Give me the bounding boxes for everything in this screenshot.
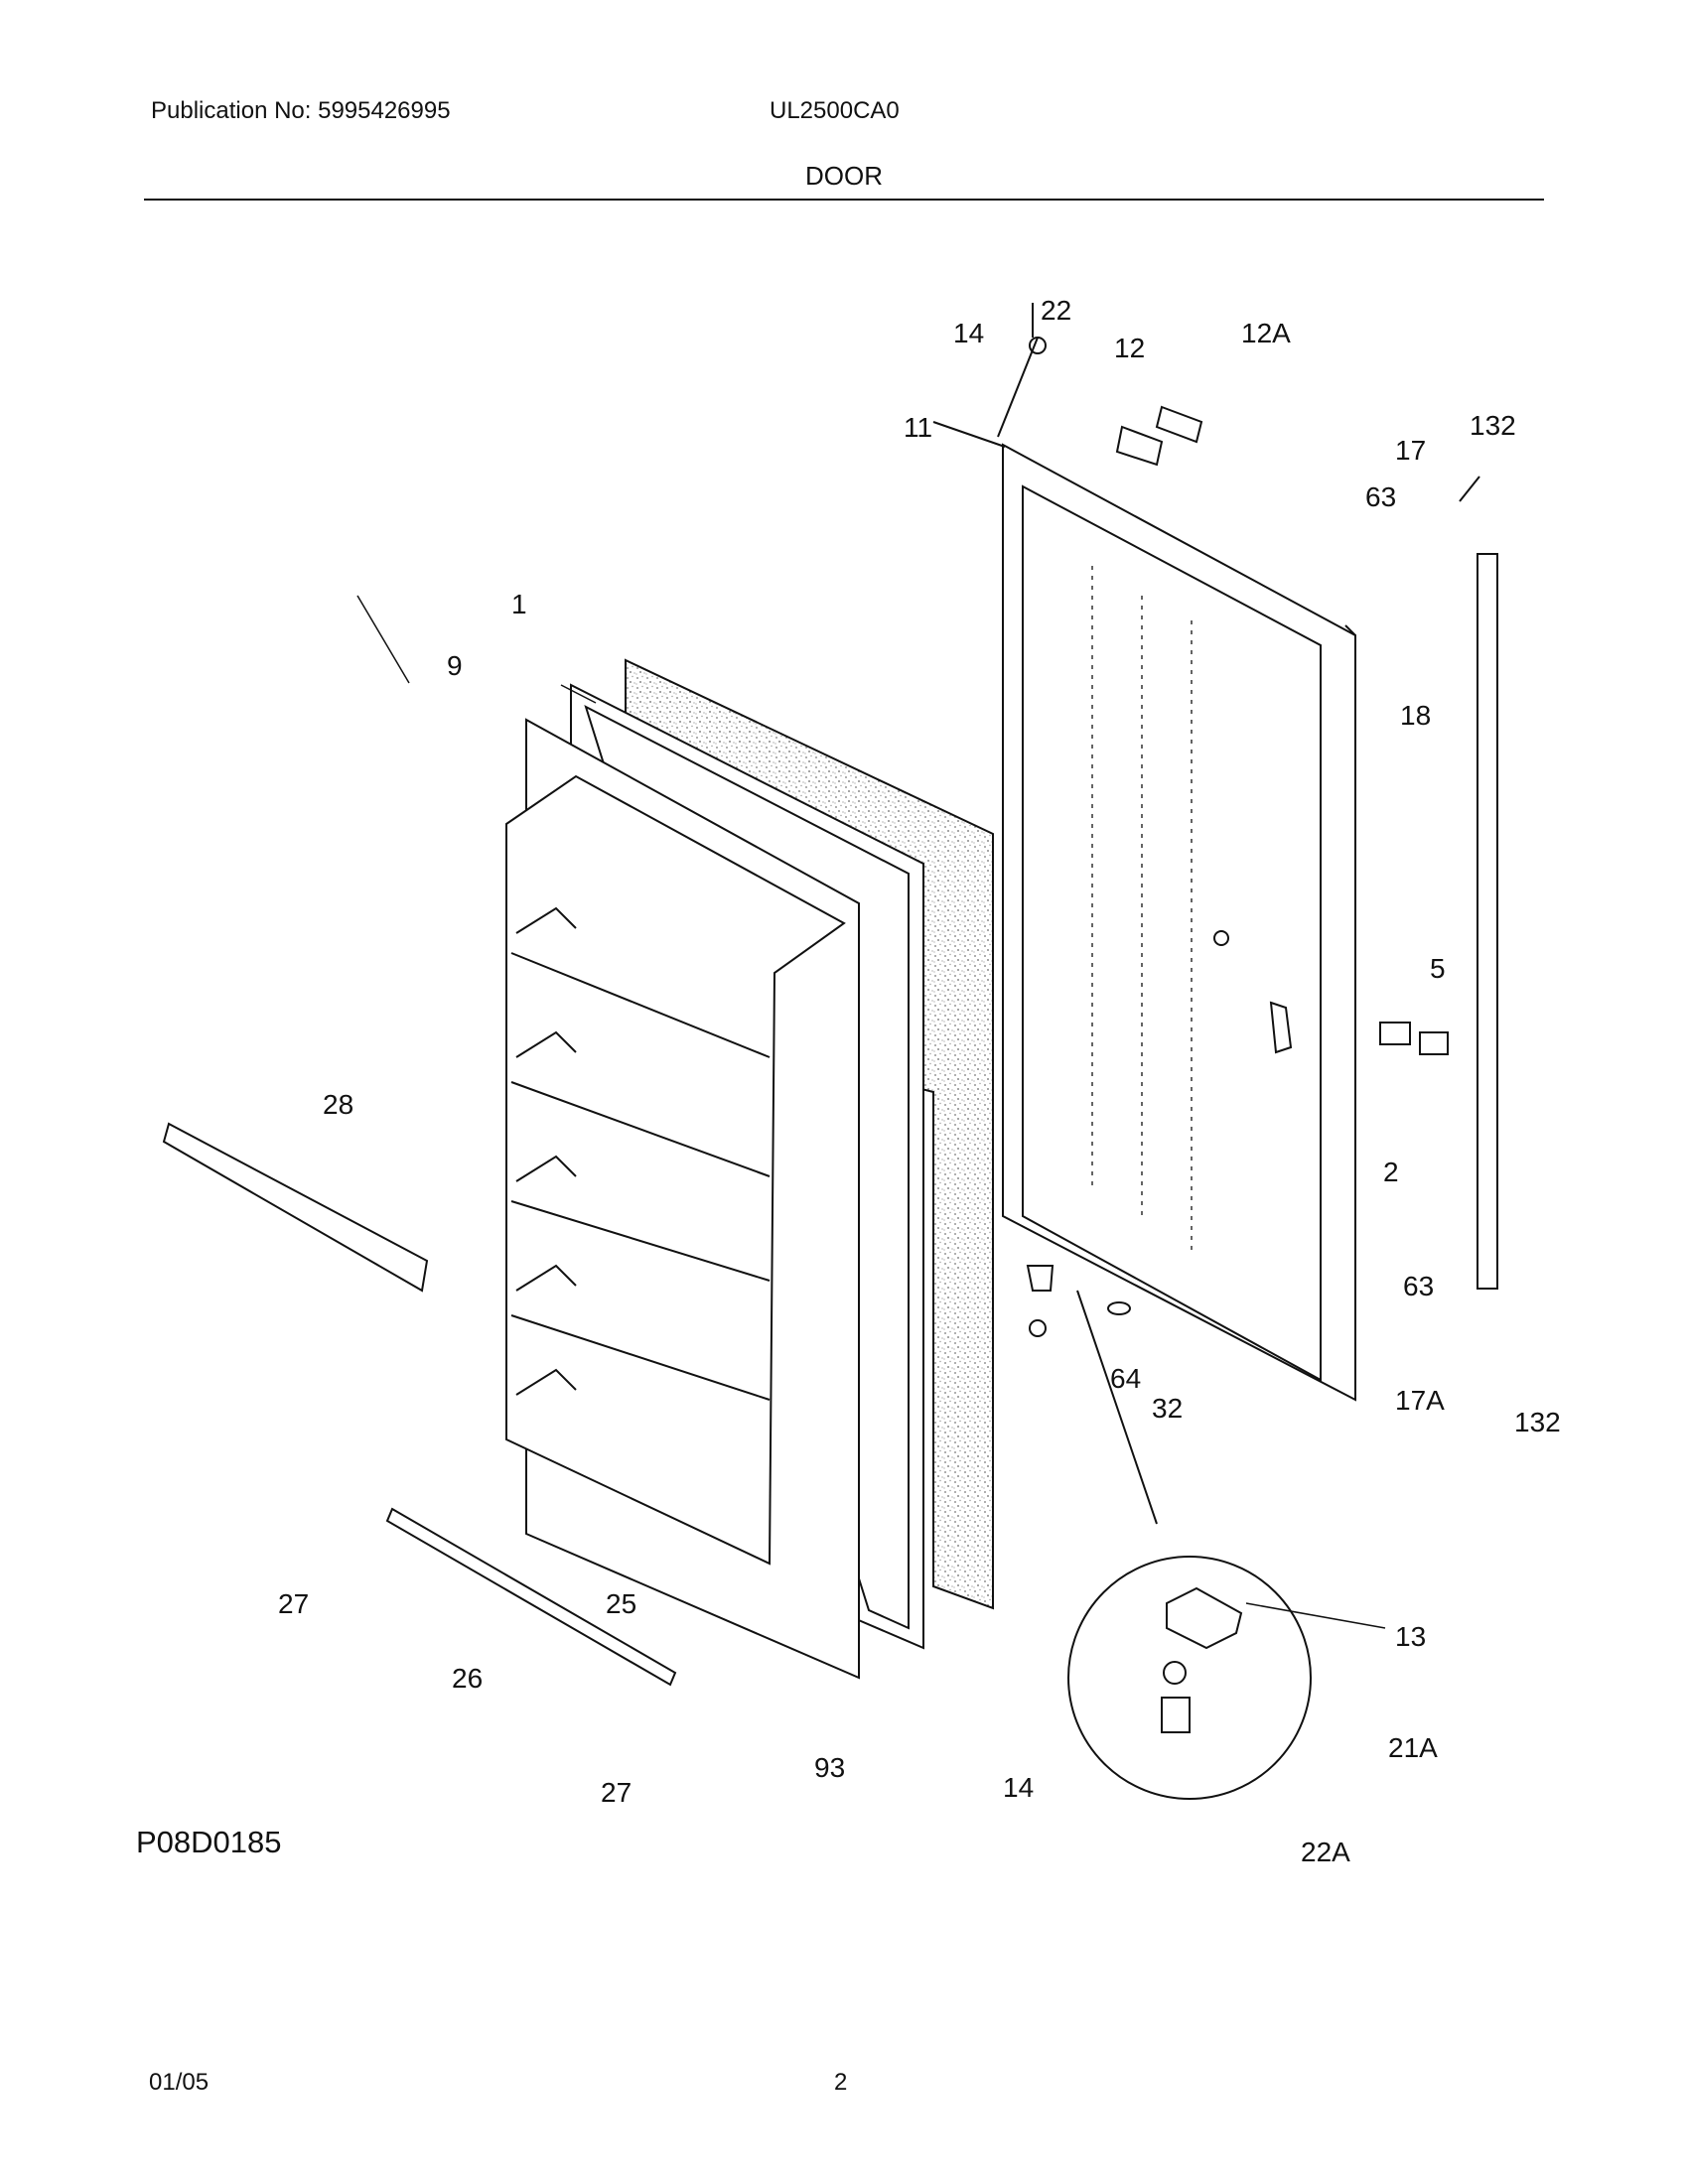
callout-22: 22: [1041, 295, 1071, 326]
callout-2: 2: [1383, 1157, 1399, 1187]
shelf-bar: [385, 1507, 677, 1687]
callout-63-bottom: 63: [1403, 1271, 1434, 1301]
page-number: 2: [834, 2069, 848, 2096]
outer-door-panel: [1002, 443, 1356, 1402]
callout-22a: 22A: [1301, 1837, 1350, 1867]
callout-27-lower: 27: [601, 1777, 632, 1808]
footer-date: 01/05: [149, 2069, 210, 2096]
callout-17a: 17A: [1395, 1385, 1445, 1416]
callout-28: 28: [323, 1089, 353, 1120]
callout-27-upper: 27: [278, 1588, 309, 1619]
callout-18: 18: [1400, 700, 1431, 731]
breaker-strip: [162, 1122, 429, 1293]
header-divider: [144, 199, 1544, 201]
callout-11: 11: [904, 412, 932, 443]
callout-26: 26: [452, 1663, 483, 1694]
callout-14-detail: 14: [1003, 1772, 1034, 1803]
callout-132-top: 132: [1470, 410, 1516, 441]
door-lock-assembly: [1213, 930, 1449, 1055]
figure-code: P08D0185: [136, 1825, 282, 1859]
part-callouts: 22 14 12 12A 11 132 17 63 1 9 18 5 2 28 …: [278, 295, 1561, 1867]
callout-1: 1: [511, 589, 527, 619]
section-title: DOOR: [805, 161, 883, 191]
callout-132-bottom: 132: [1514, 1407, 1561, 1437]
callout-63-top: 63: [1365, 481, 1396, 512]
callout-13: 13: [1395, 1621, 1426, 1652]
callout-32: 32: [1152, 1393, 1183, 1424]
callout-14: 14: [953, 318, 984, 348]
callout-21a: 21A: [1388, 1732, 1438, 1763]
callout-25: 25: [606, 1588, 636, 1619]
callout-17: 17: [1395, 435, 1426, 466]
inner-liner-shelves: [505, 774, 846, 1566]
model-number: UL2500CA0: [770, 97, 900, 124]
door-strip: [1477, 553, 1498, 1290]
publication-number: Publication No: 5995426995: [151, 97, 451, 124]
callout-12a: 12A: [1241, 318, 1291, 348]
callout-12: 12: [1114, 333, 1145, 363]
detail-magnifier-circle: [1067, 1556, 1312, 1800]
callout-93: 93: [814, 1752, 845, 1783]
callout-5: 5: [1430, 953, 1446, 984]
callout-64: 64: [1110, 1363, 1141, 1394]
callout-9: 9: [447, 650, 463, 681]
